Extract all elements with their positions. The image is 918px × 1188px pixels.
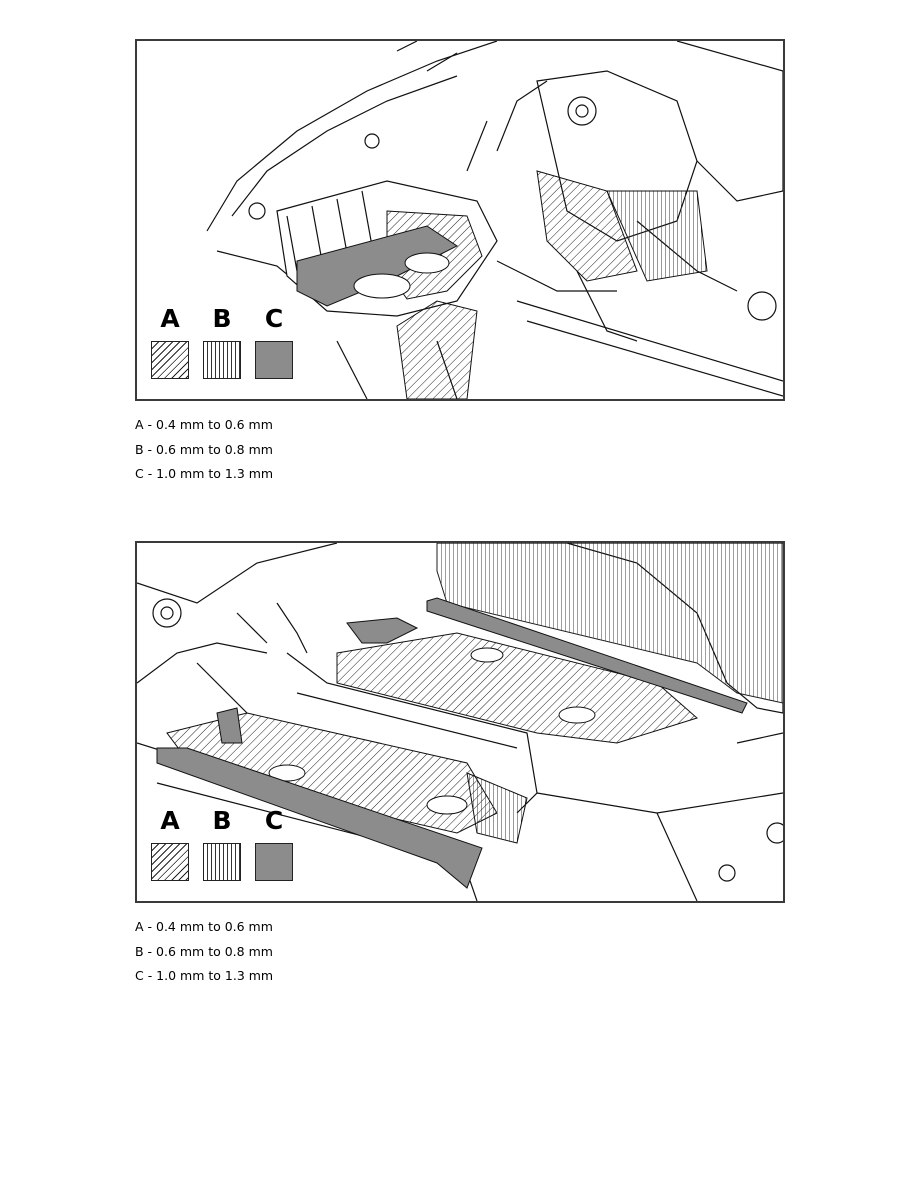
vehicle-body-drawing-front: [206, 41, 783, 399]
caption-figure-1: A - 0.4 mm to 0.6 mm B - 0.6 mm to 0.8 m…: [135, 413, 273, 487]
legend-letter-a: A: [160, 304, 180, 333]
caption-line-b: B - 0.6 mm to 0.8 mm: [135, 943, 273, 959]
legend-letter-c: C: [264, 304, 284, 333]
legend-letter-b: B: [212, 806, 232, 835]
vehicle-body-drawing-floor: [137, 543, 783, 901]
legend-swatch-a: [151, 843, 189, 881]
legend-swatch-a: [151, 341, 189, 379]
legend-swatch-c: [255, 843, 293, 881]
caption-line-b: B - 0.6 mm to 0.8 mm: [135, 441, 273, 457]
legend-swatch-b: [203, 341, 241, 379]
legend-letter-c: C: [264, 806, 284, 835]
legend-letter-a: A: [160, 806, 180, 835]
legend: A B C: [151, 305, 293, 385]
figure-front-floor-thickness: A B C: [135, 39, 785, 401]
legend-letter-b: B: [212, 304, 232, 333]
figure-floor-pan-thickness: A B C: [135, 541, 785, 903]
legend: A B C: [151, 807, 293, 887]
caption-line-c: C - 1.0 mm to 1.3 mm: [135, 968, 274, 983]
caption-line-c: C - 1.0 mm to 1.3 mm: [135, 466, 274, 481]
legend-swatch-b: [203, 843, 241, 881]
caption-line-a: A - 0.4 mm to 0.6 mm: [135, 417, 273, 432]
legend-swatch-c: [255, 341, 293, 379]
caption-figure-2: A - 0.4 mm to 0.6 mm B - 0.6 mm to 0.8 m…: [135, 915, 273, 989]
caption-line-a: A - 0.4 mm to 0.6 mm: [135, 919, 273, 934]
